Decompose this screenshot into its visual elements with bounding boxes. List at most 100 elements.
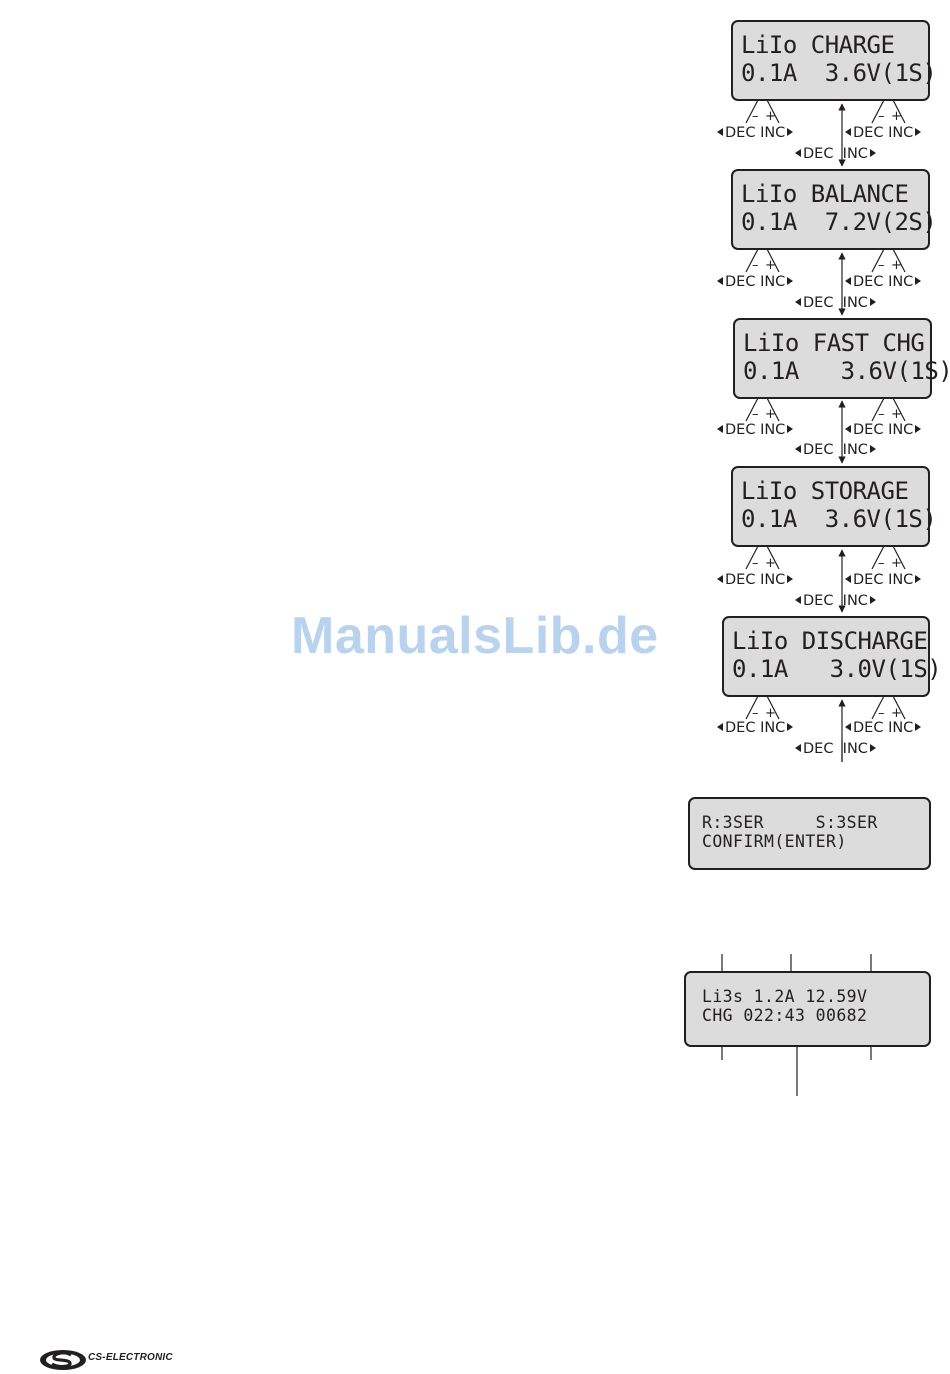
dec-inc-label-right: DEC INC <box>845 422 922 438</box>
plus-sign: + <box>891 706 902 721</box>
dec-inc-label-center: DEC INC <box>795 296 876 311</box>
dec-inc-label-center: DEC INC <box>795 443 876 458</box>
minus-sign: – <box>878 556 885 571</box>
dec-label: DEC <box>803 146 834 162</box>
lcd-screen-lilo-discharge: LiIo DISCHARGE 0.1A 3.0V(1S) <box>722 616 942 697</box>
dec-label: DEC <box>725 125 756 141</box>
dec-inc-label-right: DEC INC <box>845 125 922 141</box>
arrow-left-icon <box>717 575 723 583</box>
minus-sign: – <box>752 556 759 571</box>
dec-inc-label-right: DEC INC <box>845 274 922 290</box>
arrow-right-icon <box>787 277 794 285</box>
lcd-screen-status: Li3s 1.2A 12.59V CHG 022:43 00682 <box>684 971 931 1047</box>
watermark: ManualsLib.de <box>291 607 659 665</box>
dec-label: DEC <box>803 741 834 757</box>
dec-inc-label-center: DEC INC <box>795 594 876 609</box>
arrow-right-icon <box>869 445 876 453</box>
minus-sign: – <box>752 407 759 422</box>
dec-inc-label-right: DEC INC <box>845 572 922 588</box>
dec-label: DEC <box>725 572 756 588</box>
minus-sign: – <box>752 258 759 273</box>
dec-inc-label-left: DEC INC <box>717 125 794 141</box>
arrow-left-icon <box>845 128 851 136</box>
lcd-line-1: Li3s 1.2A 12.59V <box>702 987 868 1006</box>
dec-label: DEC <box>803 442 834 458</box>
lcd-line-1: LiIo CHARGE <box>741 31 895 59</box>
arrow-right-icon <box>915 425 922 433</box>
inc-label: INC <box>888 572 914 588</box>
arrow-right-icon <box>869 149 876 157</box>
dec-label: DEC <box>853 572 884 588</box>
dec-inc-label-left: DEC INC <box>717 720 794 736</box>
arrow-left-icon <box>717 425 723 433</box>
lcd-line-1: R:3SER S:3SER <box>702 813 878 832</box>
lcd-screen-lilo-balance: LiIo BALANCE 0.1A 7.2V(2S) <box>731 169 937 250</box>
dec-label: DEC <box>853 125 884 141</box>
dec-inc-label-center: DEC INC <box>795 147 876 162</box>
brand-name: CS-ELECTRONIC <box>88 1352 173 1363</box>
arrow-right-icon <box>787 128 794 136</box>
inc-label: INC <box>842 442 868 458</box>
inc-label: INC <box>760 720 786 736</box>
lcd-screen-lilo-fast-chg: LiIo FAST CHG 0.1A 3.6V(1S) <box>733 318 950 399</box>
minus-sign: – <box>878 258 885 273</box>
arrow-left-icon <box>845 277 851 285</box>
inc-label: INC <box>888 422 914 438</box>
dec-label: DEC <box>725 274 756 290</box>
dec-inc-label-center: DEC INC <box>795 742 876 757</box>
lcd-line-1: LiIo STORAGE <box>741 477 909 505</box>
plus-sign: + <box>765 706 776 721</box>
plus-sign: + <box>765 109 776 124</box>
arrow-left-icon <box>795 445 801 453</box>
lcd-line-2: 0.1A 3.6V(1S) <box>743 357 950 385</box>
arrow-left-icon <box>845 575 851 583</box>
arrow-right-icon <box>869 744 876 752</box>
arrow-left-icon <box>845 425 851 433</box>
arrow-left-icon <box>795 596 801 604</box>
dec-label: DEC <box>725 720 756 736</box>
plus-sign: + <box>765 407 776 422</box>
plus-sign: + <box>891 258 902 273</box>
lcd-line-2: 0.1A 3.6V(1S) <box>741 59 937 87</box>
inc-label: INC <box>888 720 914 736</box>
lcd-line-2: CONFIRM(ENTER) <box>702 832 847 851</box>
plus-sign: + <box>891 407 902 422</box>
arrow-right-icon <box>869 596 876 604</box>
lcd-line-1: LiIo FAST CHG <box>743 329 925 357</box>
inc-label: INC <box>842 295 868 311</box>
plus-sign: + <box>765 556 776 571</box>
lcd-line-2: 0.1A 3.6V(1S) <box>741 505 937 533</box>
inc-label: INC <box>760 572 786 588</box>
inc-label: INC <box>888 125 914 141</box>
arrow-left-icon <box>795 298 801 306</box>
inc-label: INC <box>888 274 914 290</box>
lcd-screen-lilo-charge: LiIo CHARGE 0.1A 3.6V(1S) <box>731 20 937 101</box>
arrow-right-icon <box>787 425 794 433</box>
dec-inc-label-left: DEC INC <box>717 274 794 290</box>
inc-label: INC <box>842 593 868 609</box>
plus-sign: + <box>891 109 902 124</box>
minus-sign: – <box>752 109 759 124</box>
lcd-line-2: 0.1A 3.0V(1S) <box>732 655 942 683</box>
dec-label: DEC <box>803 593 834 609</box>
arrow-left-icon <box>795 744 801 752</box>
minus-sign: – <box>878 706 885 721</box>
arrow-right-icon <box>787 575 794 583</box>
arrow-left-icon <box>717 277 723 285</box>
cs-electronic-logo-icon <box>40 1350 86 1370</box>
inc-label: INC <box>842 741 868 757</box>
arrow-left-icon <box>717 128 723 136</box>
plus-sign: + <box>765 258 776 273</box>
lcd-line-2: CHG 022:43 00682 <box>702 1006 868 1025</box>
arrow-left-icon <box>717 723 723 731</box>
dec-label: DEC <box>853 422 884 438</box>
arrow-right-icon <box>915 277 922 285</box>
dec-label: DEC <box>853 274 884 290</box>
arrow-right-icon <box>915 723 922 731</box>
minus-sign: – <box>878 109 885 124</box>
minus-sign: – <box>878 407 885 422</box>
plus-sign: + <box>891 556 902 571</box>
inc-label: INC <box>760 422 786 438</box>
inc-label: INC <box>760 125 786 141</box>
lcd-line-2: 0.1A 7.2V(2S) <box>741 208 937 236</box>
